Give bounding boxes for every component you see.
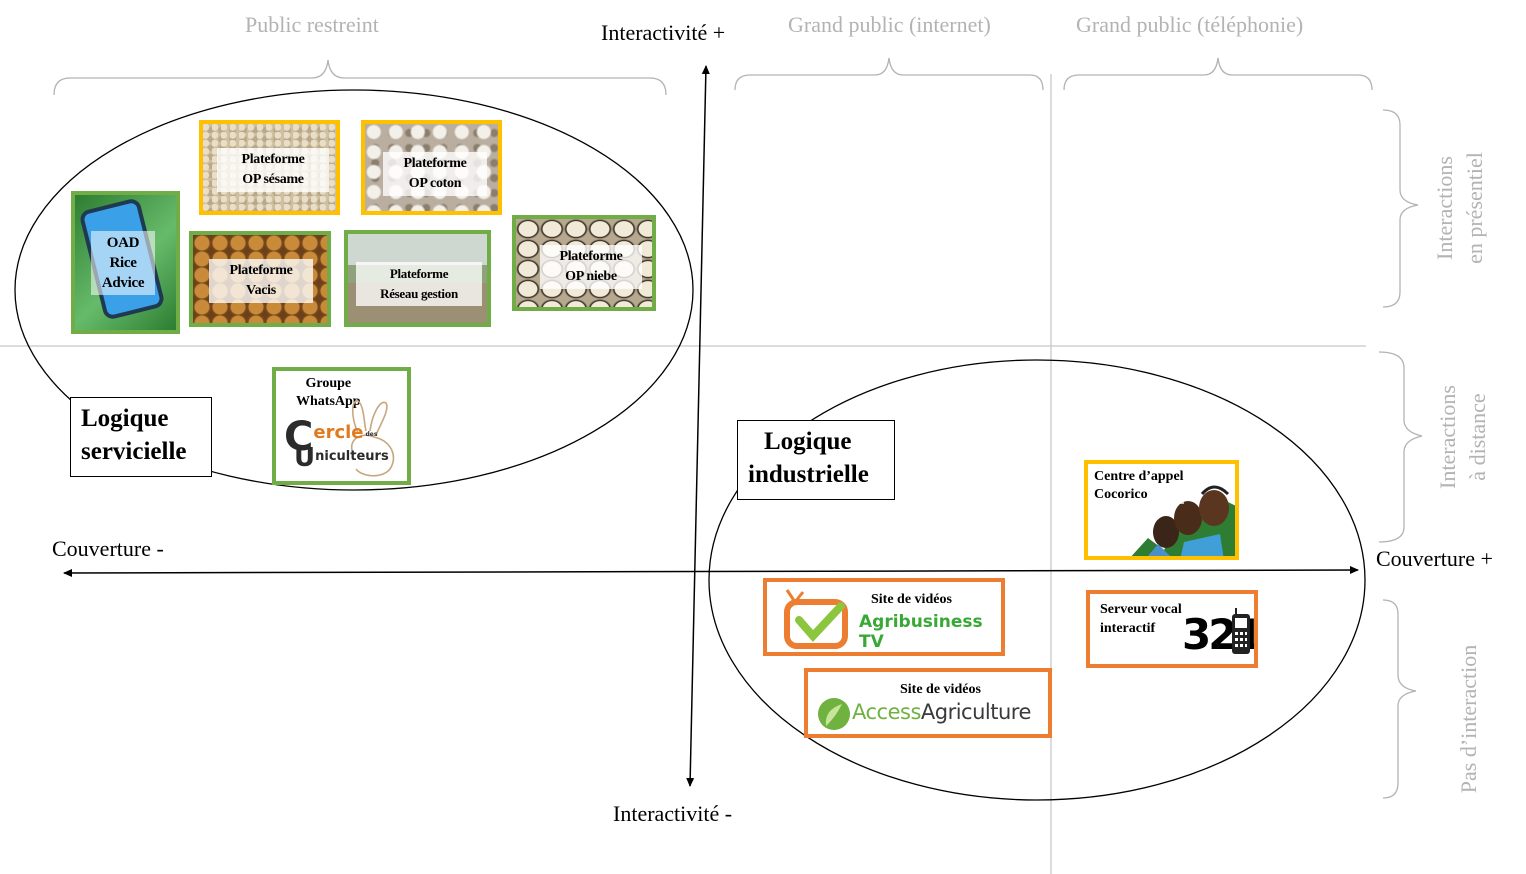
cercle-logo-ercle: ercle bbox=[313, 422, 364, 443]
tile-centre-appel-cocorico: Centre d’appel Cocorico bbox=[1084, 460, 1239, 560]
brace-internet bbox=[734, 57, 1044, 91]
tile-oad-label: OAD Rice Advice bbox=[91, 231, 155, 295]
tile-coton-label: Plateforme OP coton bbox=[383, 152, 487, 196]
tile-reseau-label: Plateforme Réseau gestion bbox=[356, 262, 482, 306]
group-grand-public-telephonie: Grand public (téléphonie) bbox=[1076, 12, 1304, 37]
tile-site-videos-agribusiness-tv: Site de vidéos Agribusiness TV bbox=[763, 578, 1005, 656]
brace-distance bbox=[1378, 351, 1423, 543]
row-distance-line1: Interactions bbox=[1435, 385, 1460, 489]
row-presentiel-line2: en présentiel bbox=[1462, 152, 1487, 264]
tile-vacis-line2: Vacis bbox=[246, 283, 276, 298]
tile-plateforme-op-sesame: Plateforme OP sésame bbox=[199, 120, 340, 215]
tile-reseau-line1: Plateforme bbox=[389, 266, 449, 281]
x-axis-right-label: Couverture + bbox=[1376, 546, 1493, 571]
group-grand-public-internet: Grand public (internet) bbox=[788, 12, 991, 37]
logique-servicielle-line1: Logique bbox=[81, 405, 169, 432]
cuniculteurs-logo: Uniculteurs bbox=[294, 445, 389, 471]
tile-niebe-line1: Plateforme bbox=[559, 249, 623, 264]
row-interactions-distance: Interactions à distance bbox=[1433, 352, 1493, 522]
access-brand-a: Access bbox=[852, 700, 921, 724]
cercle-logo-c: C bbox=[284, 414, 314, 460]
row-distance-line2: à distance bbox=[1465, 393, 1490, 481]
mobile-phone-icon bbox=[1232, 608, 1250, 654]
tile-sesame-line1: Plateforme bbox=[241, 152, 305, 167]
tile-plateforme-vacis: Plateforme Vacis bbox=[189, 231, 331, 327]
tile-oad-line1: OAD bbox=[106, 235, 140, 251]
row-pas-interaction: Pas d’interaction bbox=[1454, 629, 1484, 809]
logique-industrielle-line2: industrielle bbox=[748, 461, 869, 488]
tile-oad-line2: Rice bbox=[109, 255, 137, 271]
call-center-agents-icon bbox=[1131, 485, 1235, 556]
tile-oad-line3: Advice bbox=[101, 275, 145, 291]
y-axis-arrow bbox=[686, 65, 710, 787]
tile-vacis-line1: Plateforme bbox=[229, 263, 293, 278]
row-interactions-presentiel: Interactions en présentiel bbox=[1430, 108, 1490, 308]
tile-coton-line2: OP coton bbox=[408, 176, 462, 191]
x-axis-arrow bbox=[63, 566, 1359, 577]
tile-serveur-line2: interactif bbox=[1100, 621, 1156, 636]
cercle-logo-des: des bbox=[365, 431, 378, 438]
access-brand-b: Agriculture bbox=[920, 700, 1032, 724]
x-axis-left-label: Couverture - bbox=[52, 536, 164, 561]
tile-plateforme-reseau-gestion: Plateforme Réseau gestion bbox=[344, 230, 491, 327]
rabbit-icon bbox=[350, 400, 395, 477]
tile-access-line1: Site de vidéos bbox=[900, 682, 981, 697]
tile-whatsapp-title: Groupe WhatsApp bbox=[296, 375, 361, 411]
row-presentiel-line1: Interactions bbox=[1432, 156, 1457, 260]
tile-serveur-line1: Serveur vocal bbox=[1100, 602, 1182, 617]
brace-pas-interaction bbox=[1382, 599, 1417, 799]
leaf-globe-icon bbox=[818, 698, 850, 730]
tile-serveur-vocal-interactif: Serveur vocal interactif 321 bbox=[1086, 590, 1258, 668]
tile-sesame-line2: OP sésame bbox=[242, 172, 304, 187]
access-agriculture-brand: AccessAgriculture bbox=[852, 702, 1031, 723]
tile-site-videos-access-agriculture: Site de vidéos AccessAgriculture bbox=[804, 668, 1052, 738]
industrielle-ellipse bbox=[708, 359, 1366, 801]
tile-serveur-title: Serveur vocal interactif bbox=[1100, 600, 1182, 638]
logique-industrielle-box: Logique industrielle bbox=[737, 420, 895, 500]
tile-reseau-line2: Réseau gestion bbox=[380, 286, 458, 301]
tile-cocorico-title: Centre d’appel Cocorico bbox=[1094, 468, 1184, 504]
group-public-restreint: Public restreint bbox=[245, 12, 379, 37]
tile-whatsapp-line1: Groupe bbox=[305, 376, 352, 391]
tile-sesame-label: Plateforme OP sésame bbox=[217, 148, 329, 192]
brace-presentiel bbox=[1382, 109, 1419, 308]
tile-vacis-label: Plateforme Vacis bbox=[209, 259, 313, 303]
brace-public-restreint bbox=[53, 59, 667, 96]
tile-agritv-line1: Site de vidéos bbox=[871, 592, 952, 607]
y-axis-bottom-label: Interactivité - bbox=[613, 801, 733, 826]
cuniculteurs-logo-text: niculteurs bbox=[315, 449, 389, 464]
logique-industrielle-line1: Logique bbox=[764, 428, 852, 455]
tile-agritv-brand: Agribusiness TV bbox=[859, 612, 983, 652]
tv-checkmark-icon bbox=[784, 589, 848, 649]
brace-telephonie bbox=[1063, 57, 1373, 91]
tile-plateforme-op-niebe: Plateforme OP niebe bbox=[512, 215, 656, 311]
cuniculteurs-logo-u: U bbox=[294, 443, 316, 473]
servicielle-ellipse bbox=[14, 89, 694, 491]
tile-niebe-label: Plateforme OP niebe bbox=[540, 245, 642, 289]
y-axis-top-label: Interactivité + bbox=[601, 20, 726, 45]
tile-cocorico-line1: Centre d’appel bbox=[1094, 469, 1184, 484]
tile-niebe-line2: OP niebe bbox=[565, 269, 617, 284]
logique-servicielle-box: Logique servicielle bbox=[70, 397, 212, 477]
tile-plateforme-op-coton: Plateforme OP coton bbox=[361, 120, 502, 215]
tile-oad-rice-advice: OAD Rice Advice bbox=[71, 191, 180, 334]
tile-coton-line1: Plateforme bbox=[403, 156, 467, 171]
tile-whatsapp-line2: WhatsApp bbox=[296, 394, 361, 409]
row-none-line1: Pas d’interaction bbox=[1456, 644, 1481, 794]
logique-servicielle-line2: servicielle bbox=[81, 438, 187, 465]
tile-cocorico-line2: Cocorico bbox=[1094, 487, 1148, 502]
